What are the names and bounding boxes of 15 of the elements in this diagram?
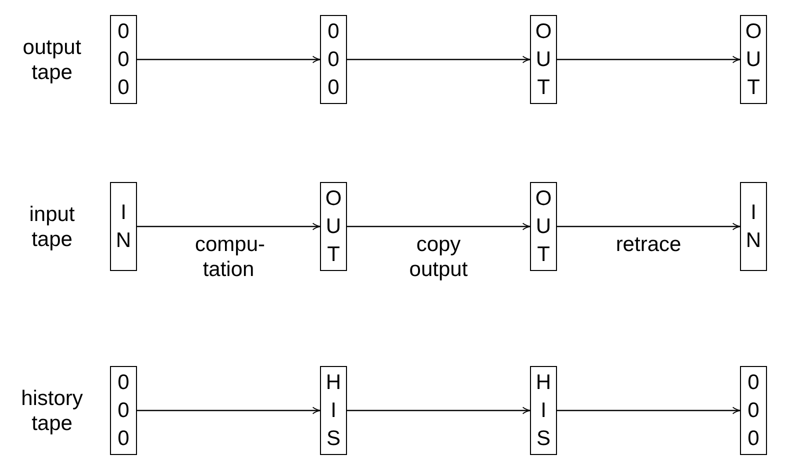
tape-cell: H I S bbox=[320, 366, 347, 455]
tape-cell: 0 0 0 bbox=[110, 15, 137, 104]
tape-cell: O U T bbox=[530, 182, 557, 271]
tape-cell: H I S bbox=[530, 366, 557, 455]
tape-cell: 0 0 0 bbox=[320, 15, 347, 104]
tape-cell: O U T bbox=[530, 15, 557, 104]
tape-cell: 0 0 0 bbox=[740, 366, 767, 455]
row-label: output tape bbox=[22, 34, 82, 84]
row-label: input tape bbox=[28, 202, 76, 252]
tape-cell: O U T bbox=[740, 15, 767, 104]
tape-cell: I N bbox=[740, 182, 767, 271]
tape-cell: 0 0 0 bbox=[110, 366, 137, 455]
row-label: history tape bbox=[20, 386, 84, 436]
tape-cell: O U T bbox=[320, 182, 347, 271]
tape-cell: I N bbox=[110, 182, 137, 271]
